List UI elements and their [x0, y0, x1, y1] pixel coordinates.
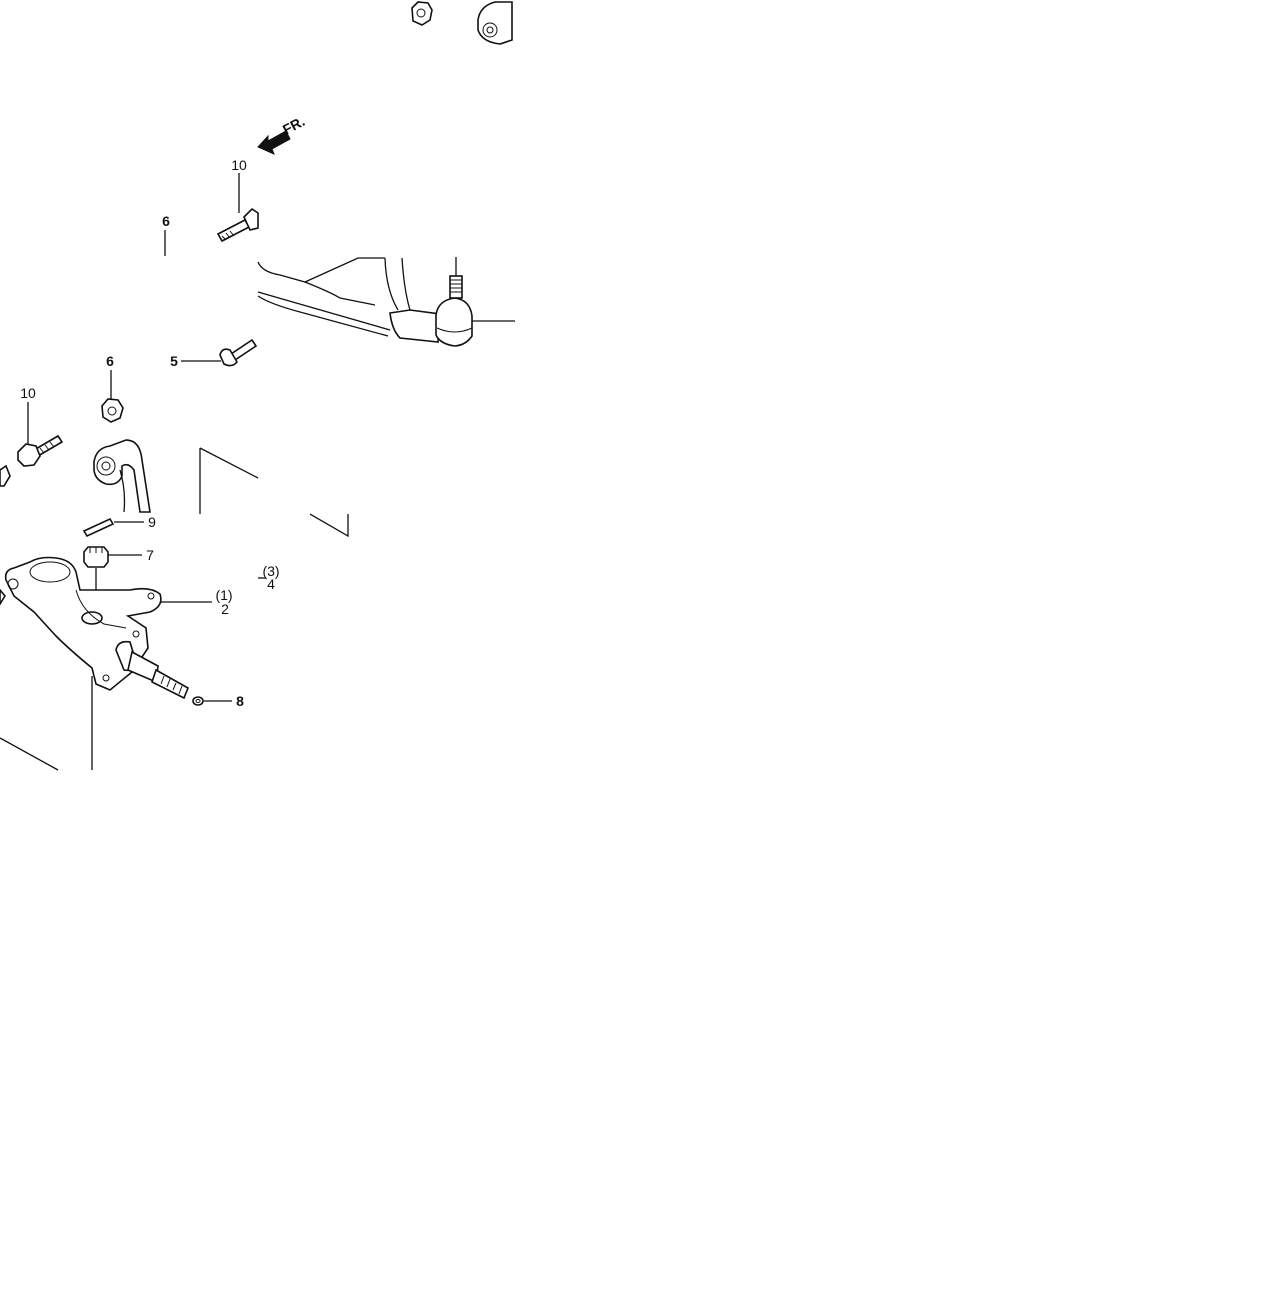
- bolt-10-upper: [216, 207, 259, 243]
- bushing-top: [477, 1, 513, 45]
- castle-nut-7: [83, 546, 109, 568]
- bolt-5: [219, 338, 258, 367]
- cotter-pin-9: [82, 517, 115, 538]
- callout-6-upper: 6: [162, 213, 170, 229]
- callout-10-upper: 10: [231, 157, 247, 173]
- lower-arm-knuckle: [4, 556, 190, 700]
- callout-7: 7: [146, 547, 154, 563]
- callout-9: 9: [148, 514, 156, 530]
- callout-3: (3): [262, 563, 279, 579]
- callout-5: 5: [170, 353, 178, 369]
- bolt-10-lower: [17, 434, 64, 467]
- callout-8: 8: [236, 693, 244, 709]
- nut-6: [101, 398, 124, 423]
- callout-1: (1): [215, 587, 232, 603]
- callout-2: 2: [221, 601, 229, 617]
- callout-4: 4: [267, 576, 275, 592]
- front-direction-arrow: FR.: [257, 113, 307, 155]
- callout-6-middle: 6: [106, 353, 114, 369]
- callout-10-lower: 10: [20, 385, 36, 401]
- ball-joint: [435, 257, 515, 347]
- radius-rod-bracket: [93, 439, 151, 513]
- washer-8: [192, 696, 204, 706]
- outline-frame-bottom: [0, 676, 93, 771]
- nut-top: [411, 1, 433, 26]
- outline-frame-right: [199, 447, 349, 538]
- upper-control-arm: [257, 257, 441, 343]
